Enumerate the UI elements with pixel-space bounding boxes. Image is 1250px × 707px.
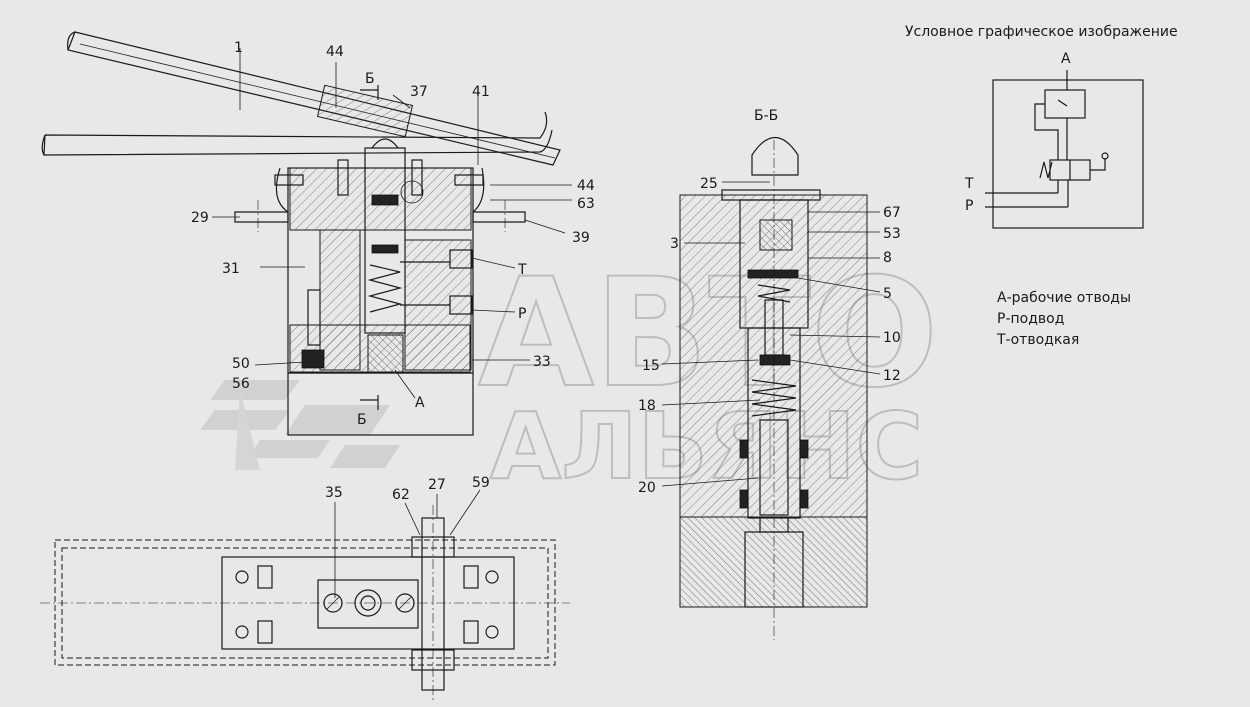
callout-44: 44	[326, 44, 344, 60]
symbol-port-t: Т	[964, 176, 974, 192]
callout-59: 59	[472, 475, 490, 491]
callout-12: 12	[883, 368, 901, 384]
section-mark-bottom: Б	[357, 412, 367, 428]
pedal-pad	[316, 84, 414, 138]
callout-31: 31	[222, 261, 240, 277]
callout-1: 1	[234, 40, 243, 56]
legend-a: А-рабочие отводы	[997, 290, 1131, 306]
callout-37: 37	[410, 84, 428, 100]
callout-P: Р	[518, 306, 526, 322]
callout-67: 67	[883, 205, 901, 221]
callout-50: 50	[232, 356, 250, 372]
section-view: Б-Б 25 67 53 3 8 5	[638, 108, 901, 640]
callout-5: 5	[883, 286, 892, 302]
callout-20: 20	[638, 480, 656, 496]
section-mark-top: Б	[365, 71, 375, 87]
legend-p: Р-подвод	[997, 311, 1064, 327]
callout-39: 39	[572, 230, 590, 246]
port-legend: А-рабочие отводы Р-подвод Т-отводкая	[996, 290, 1131, 348]
callout-56: 56	[232, 376, 250, 392]
callout-29: 29	[191, 210, 209, 226]
section-title: Б-Б	[754, 108, 778, 124]
callout-10: 10	[883, 330, 901, 346]
watermark-logo	[200, 380, 400, 470]
callout-8: 8	[883, 250, 892, 266]
callout-44b: 44	[577, 178, 595, 194]
callout-18: 18	[638, 398, 656, 414]
symbol-port-p: Р	[965, 198, 973, 214]
symbol-port-a: А	[1061, 51, 1071, 67]
hydraulic-symbol: Условное графическое изображение А Т Р	[905, 24, 1178, 229]
callout-63: 63	[577, 196, 595, 212]
callout-15: 15	[642, 358, 660, 374]
plan-view: 35 62 27 59	[40, 475, 570, 700]
callout-62: 62	[392, 487, 410, 503]
callout-35: 35	[325, 485, 343, 501]
legend-t: Т-отводкая	[996, 332, 1079, 348]
callout-53: 53	[883, 226, 901, 242]
callout-T: Т	[517, 262, 527, 278]
callout-27: 27	[428, 477, 446, 493]
callout-A: А	[415, 395, 425, 411]
callout-25: 25	[700, 176, 718, 192]
callout-3: 3	[670, 236, 679, 252]
callout-41: 41	[472, 84, 490, 100]
callout-33: 33	[533, 354, 551, 370]
main-view: 1 44 Б 37 41 44 63 39 29 31 Т Р 33 50 56…	[41, 31, 595, 436]
legend-title: Условное графическое изображение	[905, 24, 1178, 40]
